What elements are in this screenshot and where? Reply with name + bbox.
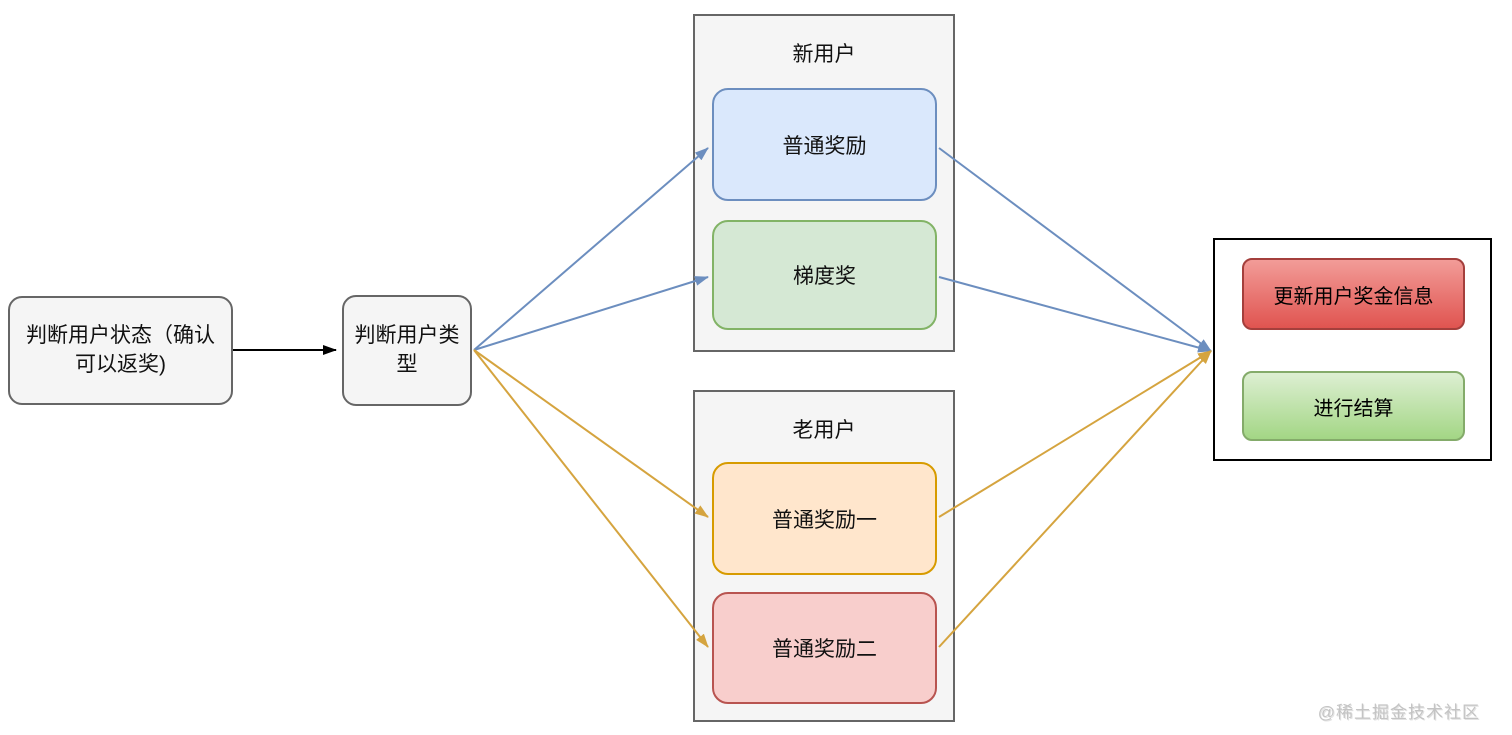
edge-judge_type-to-normal_reward_1 [473, 349, 709, 518]
edge-judge_type-to-normal_reward_2 [473, 349, 709, 648]
node-normal-reward: 普通奖励 [712, 88, 937, 201]
node-normal-reward-1: 普通奖励一 [712, 462, 937, 575]
watermark: @稀土掘金技术社区 [1317, 703, 1480, 722]
edge-gradient_reward-to-settlement_group [938, 276, 1212, 353]
node-normal-reward-2: 普通奖励二 [712, 592, 937, 704]
edge-normal_reward_2-to-settlement_group [938, 350, 1212, 648]
group-new-user-title: 新用户 [792, 43, 856, 66]
edge-normal_reward-to-settlement_group [938, 147, 1212, 352]
node-judge-user-type: 判断用户类 型 [342, 295, 472, 406]
group-old-user-title: 老用户 [792, 419, 856, 442]
edge-judge_type-to-normal_reward [473, 147, 709, 351]
edge-normal_reward_1-to-settlement_group [938, 350, 1212, 518]
node-update-bonus: 更新用户奖金信息 [1242, 258, 1465, 330]
node-gradient-reward: 梯度奖 [712, 220, 937, 330]
edge-judge_type-to-gradient_reward [473, 276, 709, 351]
node-judge-user-status: 判断用户状态（确认 可以返奖) [8, 296, 233, 405]
node-settle: 进行结算 [1242, 371, 1465, 441]
